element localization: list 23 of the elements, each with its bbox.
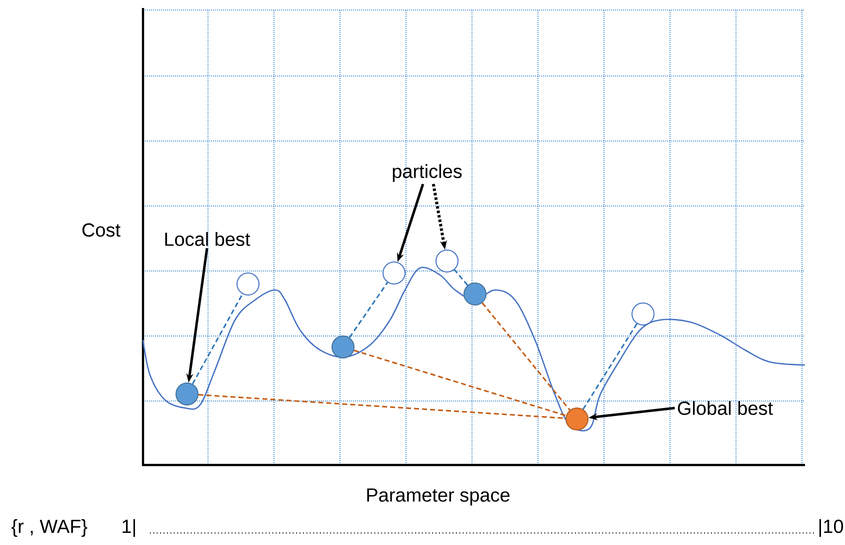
connector-line bbox=[198, 394, 566, 419]
connector-line bbox=[354, 350, 566, 416]
axis-label: Cost bbox=[82, 223, 120, 237]
particle-dot bbox=[332, 336, 354, 358]
particle-dot bbox=[176, 382, 198, 406]
connector-line bbox=[348, 282, 388, 338]
connector-line bbox=[192, 294, 244, 384]
particle-dot bbox=[236, 272, 260, 296]
particle-dot bbox=[464, 282, 486, 306]
range-end-label: |10 bbox=[819, 519, 844, 537]
connector-line bbox=[482, 302, 570, 411]
particle-dot bbox=[436, 250, 458, 272]
text-label: particles bbox=[392, 164, 462, 182]
axis-label: Parameter space bbox=[367, 488, 510, 506]
text-label: Local best bbox=[165, 232, 250, 246]
text-label: Global best bbox=[678, 401, 773, 415]
range-start-label: 1| bbox=[122, 519, 135, 537]
connector-line bbox=[582, 323, 638, 410]
connector-line bbox=[454, 269, 468, 286]
particle-dot bbox=[632, 302, 654, 326]
parameter-set-label: {r , WAF} bbox=[12, 519, 88, 537]
particle-dot bbox=[566, 408, 588, 430]
particle-dot bbox=[382, 262, 406, 284]
